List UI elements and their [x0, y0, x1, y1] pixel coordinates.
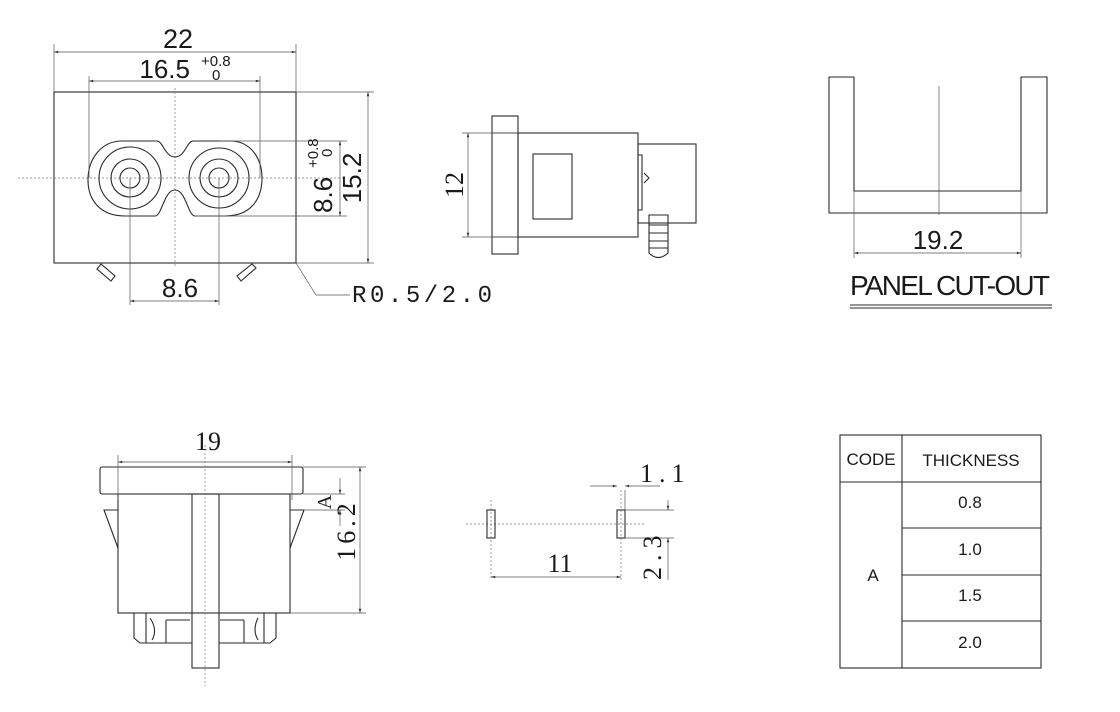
pin-width-dimension: 1.1	[640, 459, 691, 488]
hole-span-tolerance-lower: 0	[212, 67, 220, 84]
side-flange	[491, 115, 519, 255]
table-thickness-value: 2.0	[958, 633, 982, 652]
right-side-clip	[289, 509, 305, 549]
table-header-thickness: THICKNESS	[922, 451, 1019, 470]
bottom-width-dimension: 19	[195, 427, 221, 456]
panel-cutout-title: PANEL CUT-OUT	[850, 270, 1050, 301]
table-thickness-value: 1.5	[958, 586, 982, 605]
panel-cutout: 19.2 PANEL CUT-OUT	[828, 76, 1052, 309]
bottom-shaft	[191, 493, 220, 669]
side-connector-back	[637, 143, 697, 224]
side-view: 12	[440, 115, 697, 259]
table-thickness-value: 1.0	[958, 540, 982, 559]
table-code-value: A	[867, 566, 879, 585]
hole-span-dimension: 16.5	[139, 54, 190, 84]
right-snap-clip	[236, 263, 257, 282]
cutout-outline	[828, 76, 1048, 214]
thickness-table: CODE THICKNESS A 0.8 1.0 1.5 2.0	[839, 434, 1042, 669]
radius-leader	[295, 262, 350, 296]
left-snap-clip	[96, 263, 116, 282]
side-pin	[648, 214, 669, 259]
bottom-view: 19 A 16.2	[99, 427, 366, 686]
table-thickness-value: 0.8	[958, 493, 982, 512]
pin-spacing-dimension: 11	[547, 549, 572, 578]
hole-height-dimension: 8.6	[308, 177, 338, 213]
left-side-clip	[103, 509, 119, 549]
bottom-flange	[99, 466, 304, 495]
pin-pitch-dimension: 8.6	[162, 273, 198, 303]
side-latch	[638, 154, 650, 211]
height-dimension: 15.2	[337, 153, 367, 204]
panel-thickness-label: A	[314, 494, 336, 509]
hole-height-tolerance-upper: +0.8	[305, 138, 322, 168]
bottom-depth-dimension: 16.2	[332, 499, 361, 561]
side-window	[532, 153, 573, 220]
table-header-code: CODE	[846, 450, 895, 469]
hole-span-tolerance-upper: +0.8	[201, 53, 231, 70]
right-terminal	[219, 613, 277, 644]
radius-note: R0.5/2.0	[352, 283, 492, 310]
side-height-dimension: 12	[440, 172, 469, 198]
bottom-body	[117, 493, 291, 614]
front-view: 22 16.5 +0.8 0 15.2 8.6 +0.8 0 8.6 R0.5/…	[18, 24, 492, 310]
left-terminal	[133, 613, 192, 644]
cutout-width-dimension: 19.2	[913, 225, 964, 255]
hole-height-tolerance-lower: 0	[319, 149, 336, 157]
pin-length-dimension: 2.3	[638, 530, 667, 581]
pin-detail: 11 1.1 2.3	[466, 459, 691, 581]
side-body	[517, 132, 639, 238]
width-dimension: 22	[163, 24, 193, 54]
